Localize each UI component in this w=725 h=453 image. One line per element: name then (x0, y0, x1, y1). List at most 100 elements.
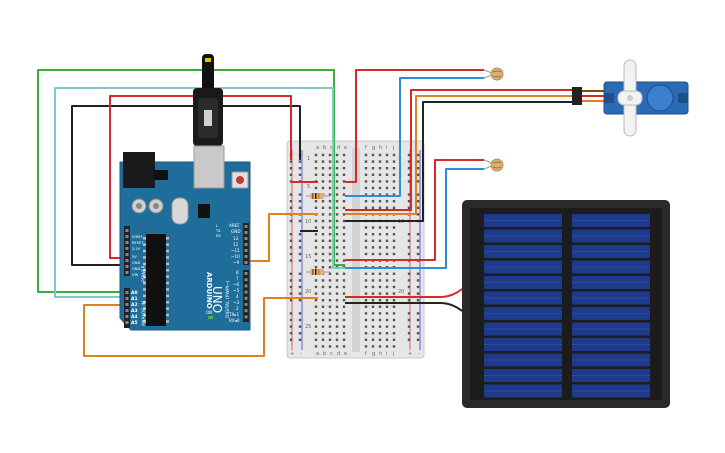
chip-pin (166, 237, 169, 240)
header-pin (125, 303, 129, 306)
rail-hole (407, 233, 411, 236)
rail-hole (407, 246, 411, 249)
rail-hole (416, 193, 420, 196)
photoresistor-2[interactable] (483, 158, 504, 172)
small-chip (198, 204, 210, 218)
breadboard-hole (371, 206, 375, 209)
rail-hole (298, 219, 302, 223)
wire-black-gnd[interactable] (71, 105, 301, 266)
rail-hole (407, 252, 411, 256)
breadboard-hole (314, 305, 318, 308)
pin-label-2: 2 (236, 306, 239, 311)
breadboard-hole (342, 259, 346, 262)
wire-blue-ldr1[interactable] (345, 77, 484, 197)
breadboard-hole (392, 200, 396, 203)
resistor-2[interactable] (306, 269, 330, 275)
breadboard-hole (364, 200, 368, 203)
col-label: e (344, 351, 347, 357)
chip-pin (166, 275, 169, 278)
breadboard-hole (314, 332, 318, 335)
wire-red-ldr2[interactable] (345, 159, 484, 261)
wire-black-solar[interactable] (345, 302, 463, 312)
breadboard-hole (335, 272, 339, 275)
breadboard-hole (378, 285, 382, 289)
reset-button-cap[interactable] (236, 176, 244, 184)
wire-black-servo[interactable] (345, 101, 574, 222)
breadboard-hole (364, 285, 368, 289)
chip-pin (166, 269, 169, 272)
breadboard-hole (392, 272, 396, 275)
breadboard-hole (364, 325, 368, 328)
breadboard-hole (342, 252, 346, 256)
resistor-1[interactable] (306, 193, 330, 199)
breadboard-hole (314, 233, 318, 236)
servo-gear-housing (646, 84, 674, 112)
rail-hole (407, 173, 411, 176)
breadboard-hole (314, 153, 318, 157)
rail-hole (416, 233, 420, 236)
solar-panel[interactable] (462, 200, 670, 408)
rail-hole (407, 292, 411, 295)
breadboard-hole (385, 332, 389, 335)
breadboard-hole (385, 167, 389, 170)
breadboard-hole (392, 292, 396, 295)
breadboard-hole (328, 345, 332, 348)
breadboard-hole (378, 206, 382, 209)
wire-green[interactable] (37, 69, 345, 293)
breadboard-hole (392, 325, 396, 328)
rail-hole (407, 200, 411, 203)
breadboard-holes (289, 153, 420, 348)
breadboard-hole (335, 193, 339, 196)
photoresistor-1[interactable] (483, 67, 504, 81)
rail-hole (289, 279, 293, 282)
breadboard-hole (392, 153, 396, 157)
breadboard-hole (392, 246, 396, 249)
wires (37, 69, 574, 357)
breadboard-hole (314, 292, 318, 295)
header-pin (244, 243, 248, 246)
breadboard-hole (378, 233, 382, 236)
wire-orange-servo[interactable] (345, 95, 574, 215)
pin-label-4: 4 (236, 294, 239, 299)
breadboard-hole (385, 338, 389, 341)
digital-header-low[interactable] (243, 270, 249, 322)
breadboard-hole (378, 272, 382, 275)
breadboard-hole (321, 325, 325, 328)
breadboard-hole (385, 246, 389, 249)
power-section-label: POWER (141, 265, 147, 282)
wire-red-solar[interactable] (345, 288, 463, 298)
breadboard-hole (342, 285, 346, 289)
wire-red-servo[interactable] (345, 89, 574, 211)
rail-hole (416, 318, 420, 322)
wire-red-ldr1[interactable] (345, 69, 484, 183)
wire-orange-a0[interactable] (83, 297, 318, 357)
wire-orange-pin9[interactable] (249, 213, 318, 262)
header-pin (125, 291, 129, 294)
breadboard-hole (385, 173, 389, 176)
header-pin (125, 247, 129, 250)
rail-label: - (418, 351, 420, 357)
breadboard-hole (342, 167, 346, 170)
servo-motor[interactable] (572, 59, 689, 137)
servo-tab-left (604, 93, 614, 103)
arduino-uno-board[interactable]: IOREF RESET 3.3V 5V GND GND VIN A0 A1 A2… (119, 54, 251, 331)
on-led (208, 316, 213, 319)
wire-red-5v[interactable] (109, 95, 292, 259)
power-jack (123, 152, 155, 188)
rail-hole (289, 312, 293, 315)
power-header[interactable] (124, 226, 130, 276)
breadboard-hole (314, 246, 318, 249)
chip-pin (143, 288, 146, 291)
rail-hole (407, 312, 411, 315)
breadboard-hole (335, 246, 339, 249)
breadboard-hole (321, 299, 325, 302)
breadboard-hole (371, 233, 375, 236)
analog-header[interactable] (124, 288, 130, 328)
breadboard-hole (385, 226, 389, 229)
wire-blue-ldr2[interactable] (345, 168, 484, 269)
rail-hole (289, 193, 293, 196)
breadboard-hole (385, 345, 389, 348)
col-label: j (392, 351, 394, 357)
rail-hole (289, 285, 293, 289)
rail-hole (416, 160, 420, 163)
